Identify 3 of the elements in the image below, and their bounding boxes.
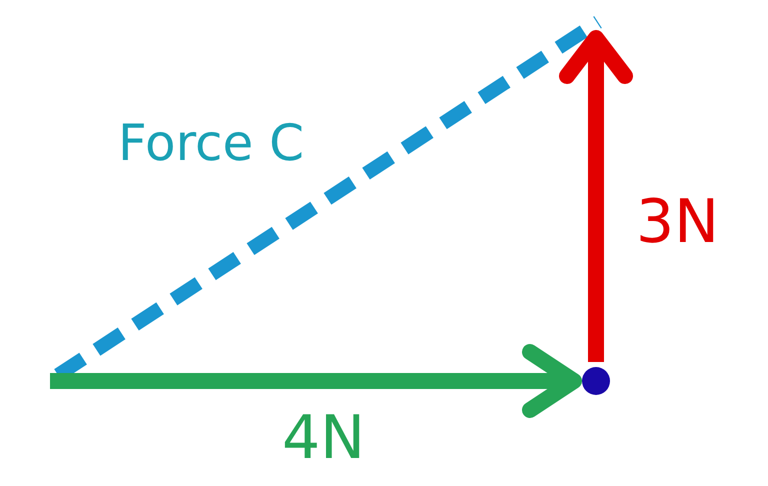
- force-label: Force C: [118, 118, 304, 168]
- force-label: 3N: [636, 192, 720, 252]
- force-label: 4N: [282, 408, 366, 468]
